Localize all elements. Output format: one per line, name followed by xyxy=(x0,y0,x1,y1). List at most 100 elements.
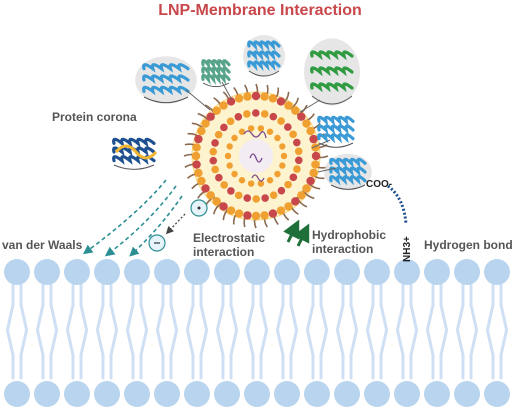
lnp-core-head xyxy=(266,177,274,184)
nh3-label: NH3+ xyxy=(402,236,413,262)
protein-icon xyxy=(304,38,360,106)
lipid-head-bottom xyxy=(274,381,300,407)
protein-helix xyxy=(112,137,156,148)
lipid-head-top xyxy=(184,259,210,285)
lnp-lipid-head xyxy=(226,97,236,106)
lnp-inner-head xyxy=(214,130,223,139)
lnp-lipid-head xyxy=(234,94,244,103)
lnp-lipid-head xyxy=(219,101,228,110)
lnp-inner-head xyxy=(234,113,243,121)
protein-loop xyxy=(113,164,155,170)
lnp-lipid-head xyxy=(212,106,221,115)
protein-loop xyxy=(318,142,354,148)
protein-helix xyxy=(247,50,281,62)
protein-icon xyxy=(112,137,156,170)
lipid-tail xyxy=(335,283,345,380)
lipid-head-bottom xyxy=(244,381,270,407)
lipid-tail xyxy=(245,283,255,380)
lnp-lipid-head xyxy=(309,168,318,178)
lnp-core-head xyxy=(247,125,255,132)
lnp-lipid-head xyxy=(206,191,215,200)
lnp-core-head xyxy=(266,128,274,135)
lnp-lipid-head xyxy=(191,151,201,161)
lipid-tail xyxy=(305,283,315,380)
lipid-head-top xyxy=(64,259,90,285)
lnp-lipid-head xyxy=(192,160,201,169)
protein-linker xyxy=(317,167,337,173)
lnp-lipid-head xyxy=(284,202,293,211)
electrostatic-line1: Electrostatic xyxy=(193,231,266,245)
lnp-inner-head xyxy=(220,181,228,189)
lnp-lipid-head xyxy=(212,197,221,206)
lipid-head-bottom xyxy=(34,381,60,407)
lnp-inner-head xyxy=(293,138,301,147)
lipid-tail xyxy=(95,283,105,380)
lnp-core-head xyxy=(231,134,238,142)
lnp-core-head xyxy=(279,162,286,169)
lnp-lipid-head xyxy=(297,112,306,121)
lipid-head-bottom xyxy=(394,381,420,407)
lipid-head-top xyxy=(34,259,60,285)
hydrophobic-line1: Hydrophobic xyxy=(312,228,386,242)
lnp-cargo-zone xyxy=(239,139,273,173)
lipid-head-bottom xyxy=(454,381,480,407)
protein-loop xyxy=(143,96,189,104)
lnp-lipid-head xyxy=(201,119,210,128)
protein-linker xyxy=(299,99,321,113)
lipid-tail xyxy=(185,283,195,380)
lnp-inner-head xyxy=(215,173,223,182)
protein-icon xyxy=(324,153,372,191)
hydrophobic-arrow xyxy=(283,219,300,243)
lipid-tail xyxy=(379,283,389,380)
lipid-head-top xyxy=(394,259,420,285)
lnp-lipid-head xyxy=(234,209,244,218)
lipid-head-bottom xyxy=(4,381,30,407)
protein-icon xyxy=(201,59,231,88)
lnp-inner-head xyxy=(277,186,286,195)
lnp-lipid-head xyxy=(291,197,300,206)
hydrophobic-arrow xyxy=(293,223,310,247)
lipid-tail xyxy=(229,283,239,380)
lnp-inner-head xyxy=(243,194,252,202)
lnp-core-head xyxy=(257,180,265,187)
lnp-inner-head xyxy=(227,187,235,195)
lnp-inner-head xyxy=(294,147,303,156)
lnp-inner-head xyxy=(284,180,292,189)
electrostatic-arrow xyxy=(165,213,186,235)
mrna-strand xyxy=(249,153,263,163)
protein-linker xyxy=(185,89,211,111)
lipid-tail xyxy=(425,283,435,380)
lnp-inner-head xyxy=(251,109,260,117)
lnp-inner-head xyxy=(289,173,298,182)
lipid-tail xyxy=(199,283,209,380)
lipid-tail xyxy=(275,283,285,380)
lipid-head-top xyxy=(244,259,270,285)
lipid-head-bottom xyxy=(124,381,150,407)
lipid-tail xyxy=(139,283,149,380)
lnp-core-head xyxy=(274,170,281,178)
diagram-title: LNP-Membrane Interaction xyxy=(158,2,362,19)
lipid-tail xyxy=(49,283,59,380)
protein-helix xyxy=(201,66,231,78)
lnp-lipid-head xyxy=(302,119,311,128)
lnp-icon xyxy=(183,83,329,229)
lnp-inner-head xyxy=(269,112,278,121)
lnp-inner-head xyxy=(277,117,285,125)
lnp-core-head xyxy=(279,143,286,150)
protein-helix xyxy=(329,175,367,186)
lnp-lipid-head xyxy=(268,209,278,218)
lnp-lipid-head xyxy=(276,97,286,106)
lnp-lipid-head xyxy=(219,202,228,211)
protein-linker xyxy=(311,139,331,149)
lipid-tail xyxy=(439,283,449,380)
lnp-lipid-head xyxy=(206,112,215,121)
lnp-lipid-head xyxy=(268,94,278,103)
lipid-head-bottom xyxy=(304,381,330,407)
protein-helix xyxy=(142,63,190,73)
protein-helix xyxy=(142,85,190,96)
lnp-inner-head xyxy=(294,156,303,165)
lipid-tail xyxy=(215,283,225,380)
lipid-head-top xyxy=(124,259,150,285)
protein-helix xyxy=(310,66,354,77)
